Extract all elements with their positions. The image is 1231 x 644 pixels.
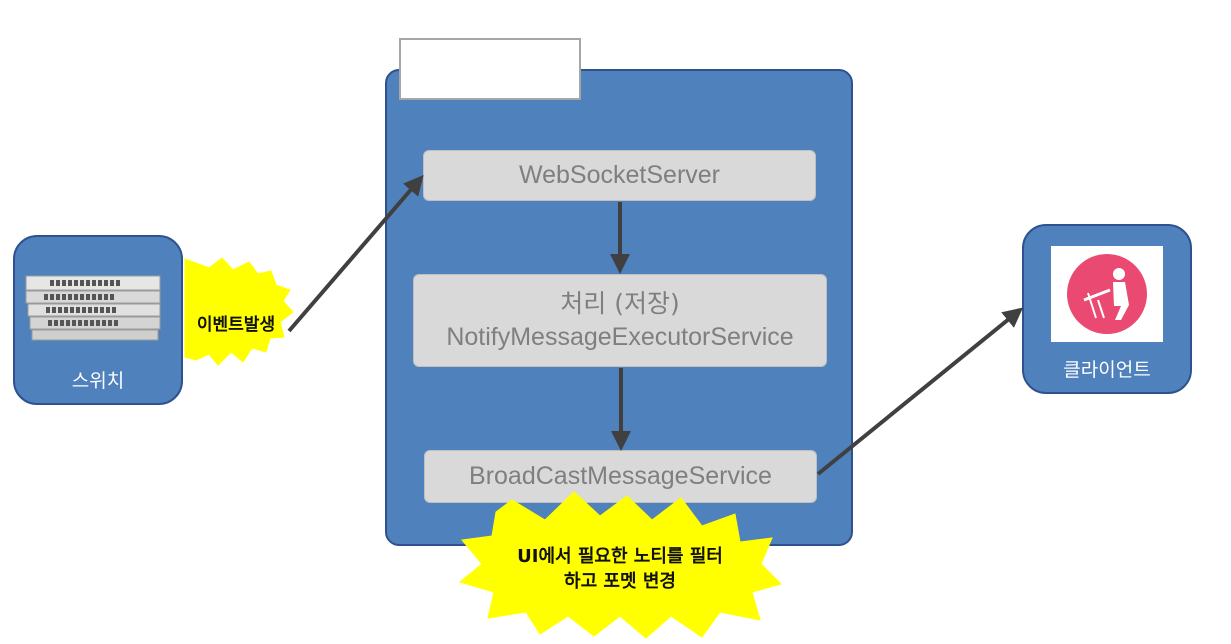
broadcast-service-label: BroadCastMessageService [469,462,772,491]
filter-burst-line2: 하고 포멧 변경 [564,571,676,592]
notify-executor-subtitle: 처리 (저장) [560,289,680,318]
event-burst-label: 이벤트발생 [196,315,276,335]
websocket-server-box: WebSocketServer [423,150,816,201]
notify-executor-label: NotifyMessageExecutorService [446,322,794,351]
notify-executor-box: 처리 (저장) NotifyMessageExecutorService [413,274,827,367]
switch-label: 스위치 [71,370,125,392]
server-title-box [399,38,581,100]
arrow-broadcast-to-client [816,307,1024,476]
arrow-switch-to-websocket [287,174,424,333]
client-label: 클라이언트 [1063,359,1151,381]
filter-burst-line1: UI에서 필요한 노티를 필터 [517,546,723,567]
websocket-server-label: WebSocketServer [518,161,720,190]
event-burst [184,257,294,366]
filter-burst [458,491,782,639]
